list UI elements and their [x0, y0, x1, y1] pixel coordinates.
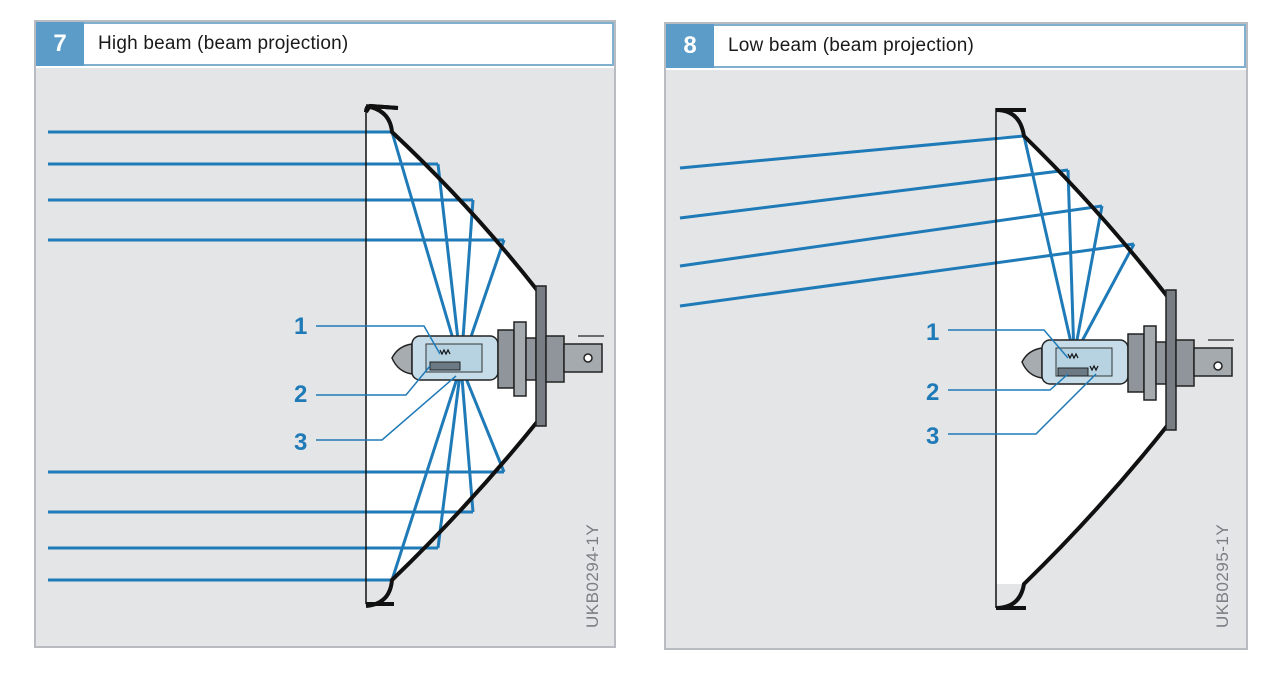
- figure-code: UKB0295-1Y: [1213, 524, 1232, 628]
- callout-leaders-7: [316, 325, 457, 441]
- callout-2: 2: [294, 381, 307, 408]
- figure-7-header: 7 High beam (beam projection): [36, 22, 614, 68]
- callout-3: 3: [926, 423, 939, 450]
- figure-8-number: 8: [666, 24, 714, 68]
- bulb: [391, 285, 604, 427]
- callout-leaders-8: [948, 329, 1097, 435]
- callout-2: 2: [926, 379, 939, 406]
- high-beam-rays: [48, 130, 506, 582]
- figure-7-number: 7: [36, 22, 84, 66]
- figure-code: UKB0294-1Y: [583, 524, 602, 628]
- figure-7-title: High beam (beam projection): [98, 33, 349, 54]
- callout-1: 1: [294, 313, 307, 340]
- figure-8-header: 8 Low beam (beam projection): [666, 24, 1246, 70]
- low-beam-rays: [679, 134, 1136, 357]
- figure-8-title: Low beam (beam projection): [728, 35, 974, 56]
- callout-3: 3: [294, 429, 307, 456]
- callout-1: 1: [926, 319, 939, 346]
- bulb: [1021, 289, 1234, 431]
